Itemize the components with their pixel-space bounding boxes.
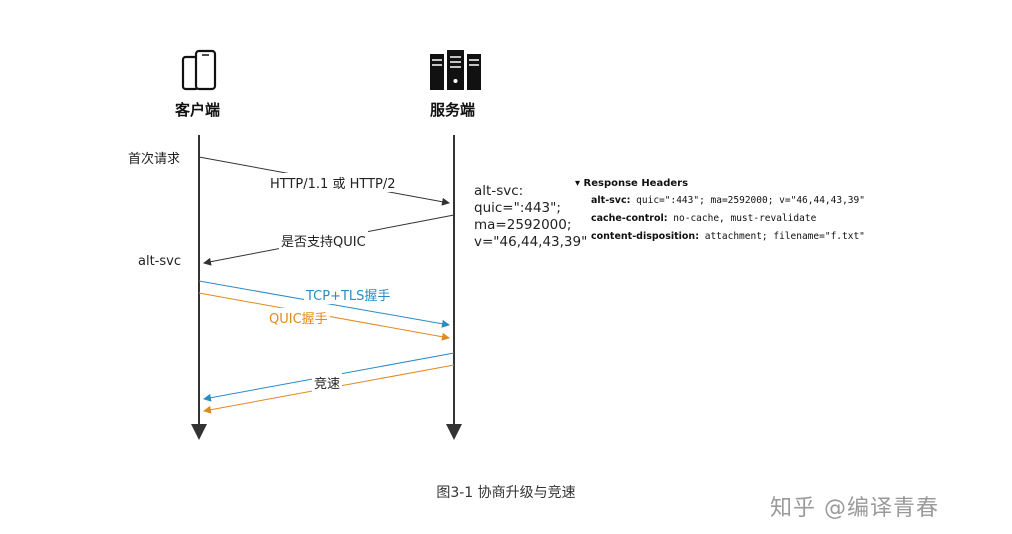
- server-alt-svc-block: alt-svc: quic=":443"; ma=2592000; v="46,…: [474, 183, 587, 251]
- tcp-tls-label: TCP+TLS握手: [304, 285, 393, 304]
- quic-handshake-label: QUIC握手: [267, 308, 330, 327]
- client-label: 客户端: [175, 101, 221, 119]
- response-headers-title[interactable]: ▾ Response Headers: [575, 178, 689, 189]
- server-rack-icon: [430, 50, 481, 90]
- triangle-down-icon: ▾: [575, 178, 581, 189]
- race-label: 竞速: [312, 373, 343, 392]
- alt-svc-line: quic=":443";: [474, 200, 561, 216]
- mobile-devices-icon: [181, 49, 217, 91]
- client-alt-svc-label: alt-svc: [138, 254, 181, 269]
- watermark: 知乎 @编译青春: [770, 496, 939, 521]
- supports-quic-label: 是否支持QUIC: [279, 231, 368, 250]
- http-version-label: HTTP/1.1 或 HTTP/2: [268, 173, 398, 192]
- server-label: 服务端: [430, 101, 476, 119]
- header-row: cache-control: no-cache, must-revalidate: [591, 213, 817, 224]
- header-row: alt-svc: quic=":443"; ma=2592000; v="46,…: [591, 195, 865, 206]
- first-request-label: 首次请求: [128, 152, 181, 167]
- figure-caption: 图3-1 协商升级与竞速: [436, 485, 576, 501]
- header-row: content-disposition: attachment; filenam…: [591, 231, 865, 242]
- alt-svc-line: alt-svc:: [474, 183, 524, 199]
- alt-svc-line: ma=2592000;: [474, 217, 572, 233]
- alt-svc-line: v="46,44,43,39": [474, 234, 588, 250]
- response-headers-panel: ▾ Response Headers alt-svc: quic=":443";…: [575, 178, 865, 249]
